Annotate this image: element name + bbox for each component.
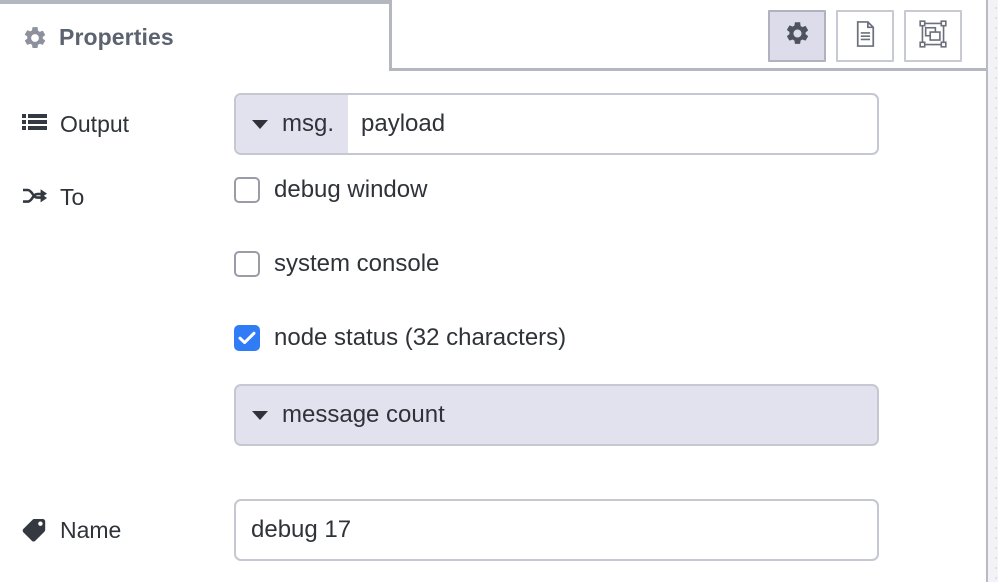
checkbox-row-node-status[interactable]: node status (32 characters): [234, 323, 879, 353]
row-to: To debug window: [0, 175, 986, 446]
output-value-input[interactable]: payload: [361, 110, 446, 137]
output-typed-input[interactable]: msg. payload: [234, 93, 879, 155]
output-type-label: msg.: [282, 110, 335, 137]
row-name: Name debug 17: [0, 499, 986, 561]
to-label: To: [60, 183, 85, 210]
checkbox-row-debug-window[interactable]: debug window: [234, 175, 879, 205]
chevron-down-icon: [252, 119, 268, 129]
panel-tool-buttons: [768, 10, 962, 62]
shuffle-icon: [22, 184, 50, 210]
status-type-value: message count: [282, 401, 445, 428]
node-status-checkbox[interactable]: [234, 325, 260, 351]
debug-window-label: debug window: [274, 176, 428, 203]
output-label-group: Output: [0, 93, 234, 155]
flow-canvas-edge: [986, 0, 998, 582]
debug-window-checkbox[interactable]: [234, 177, 260, 203]
appearance-icon: [919, 19, 947, 53]
output-type-select[interactable]: msg.: [236, 95, 349, 153]
panel-tabbar: Properties: [0, 0, 986, 71]
system-console-label: system console: [274, 250, 440, 277]
gear-icon: [784, 20, 811, 52]
status-type-select[interactable]: message count: [234, 384, 879, 446]
tab-properties-label: Properties: [59, 24, 174, 50]
list-icon: [22, 111, 50, 137]
chevron-down-icon: [252, 410, 268, 420]
gear-icon: [22, 25, 48, 51]
properties-tool-button[interactable]: [768, 10, 826, 62]
name-label-group: Name: [0, 499, 234, 561]
document-icon: [852, 20, 879, 53]
to-label-group: To: [0, 175, 234, 219]
tabbar-underline: [392, 68, 986, 71]
system-console-checkbox[interactable]: [234, 251, 260, 277]
name-input[interactable]: debug 17: [234, 499, 879, 561]
to-options: debug window system console: [234, 175, 879, 446]
node-status-label: node status (32 characters): [274, 324, 567, 351]
tab-properties[interactable]: Properties: [0, 0, 392, 71]
description-tool-button[interactable]: [836, 10, 894, 62]
row-output: Output msg. payload: [0, 93, 986, 155]
tag-icon: [22, 517, 50, 543]
name-label: Name: [60, 516, 122, 543]
appearance-tool-button[interactable]: [904, 10, 962, 62]
checkbox-row-system-console[interactable]: system console: [234, 249, 879, 279]
output-label: Output: [60, 110, 130, 137]
